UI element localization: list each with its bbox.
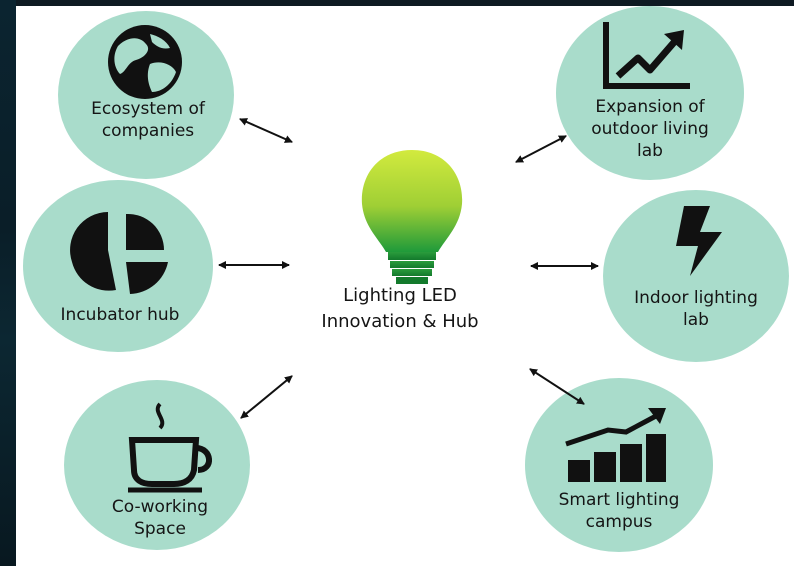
arrow-coworking bbox=[240, 375, 293, 419]
globe-icon bbox=[108, 25, 182, 99]
label-coworking: Co-working Space bbox=[111, 497, 209, 539]
label-incubator: Incubator hub bbox=[60, 305, 180, 325]
node-expansion bbox=[556, 6, 744, 180]
center-label-line2: Innovation & Hub bbox=[321, 311, 479, 332]
arrow-ecosystem bbox=[239, 118, 293, 143]
label-indoor: Indoor lighting lab bbox=[634, 288, 758, 330]
arrow-expansion bbox=[515, 135, 567, 163]
node-smart bbox=[525, 378, 713, 552]
background-strip bbox=[0, 0, 16, 566]
center-label-line1: Lighting LED bbox=[343, 285, 457, 306]
trend-chart-icon bbox=[603, 22, 690, 89]
growth-bars-icon bbox=[565, 408, 666, 482]
light-bulb-icon bbox=[361, 150, 463, 284]
label-expansion: Expansion of outdoor living lab bbox=[591, 97, 709, 161]
arrow-smart bbox=[529, 368, 585, 405]
label-smart: Smart lighting campus bbox=[558, 490, 680, 532]
coffee-cup-icon bbox=[128, 402, 212, 493]
center-label: Lighting LED Innovation & Hub bbox=[300, 283, 500, 335]
pie-chart-icon bbox=[70, 212, 168, 294]
label-ecosystem: Ecosystem of companies bbox=[91, 99, 205, 141]
node-incubator bbox=[23, 180, 213, 352]
lightning-bolt-icon bbox=[676, 206, 722, 276]
